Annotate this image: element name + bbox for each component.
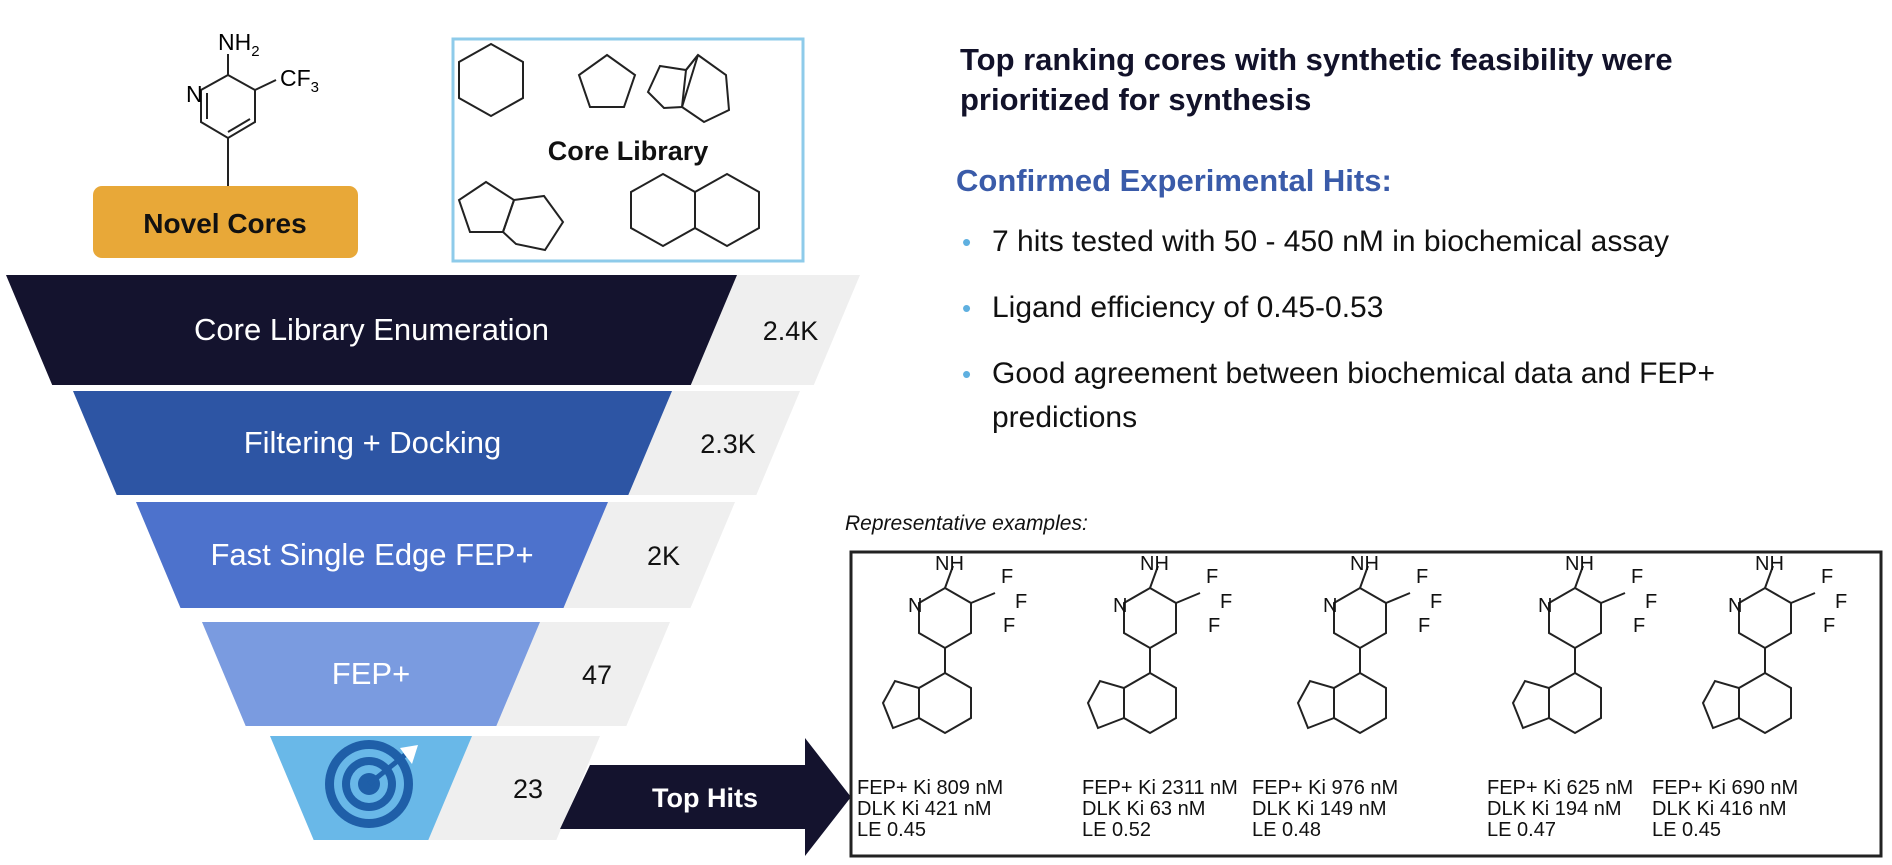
example-value-line: DLK Ki 416 nM [1652, 798, 1787, 820]
atom-label: F [1001, 566, 1013, 588]
atom-label: NH [1565, 553, 1594, 575]
target-icon [325, 740, 418, 828]
atom-label: NH [935, 553, 964, 575]
fused-ring [881, 679, 920, 730]
atom-label: N [908, 595, 922, 617]
funnel-tier [202, 622, 540, 726]
atom-label: N [1323, 595, 1337, 617]
funnel-tier [136, 502, 608, 608]
novel-core-structure: NH2 CF3 N [186, 29, 319, 188]
example-value-line: DLK Ki 421 nM [857, 798, 992, 820]
atom-label: NH [1350, 553, 1379, 575]
example-value-line: FEP+ Ki 809 nM [857, 777, 1003, 799]
example-value-line: LE 0.45 [857, 819, 926, 841]
bullet-item: 7 hits tested with 50 - 450 nM in bioche… [960, 220, 1780, 264]
example-value-line: FEP+ Ki 2311 nM [1082, 777, 1238, 799]
atom-label: NH [1755, 553, 1784, 575]
hits-title: Confirmed Experimental Hits: [956, 163, 1392, 198]
atom-label: F [1015, 591, 1027, 613]
example-value-line: FEP+ Ki 625 nM [1487, 777, 1633, 799]
funnel-tier-count: 2.4K [763, 316, 819, 346]
fused-ring [1701, 679, 1740, 730]
atom-label: F [1418, 615, 1430, 637]
hits-bullet-list: 7 hits tested with 50 - 450 nM in bioche… [960, 220, 1780, 462]
example-value-line: FEP+ Ki 690 nM [1652, 777, 1798, 799]
bullet-item: Good agreement between biochemical data … [960, 352, 1780, 440]
atom-label: F [1206, 566, 1218, 588]
funnel-tier-count: 23 [513, 774, 543, 804]
atom-label: F [1645, 591, 1657, 613]
examples-box [849, 550, 1883, 858]
funnel-tier-label: Filtering + Docking [244, 425, 502, 460]
funnel-tier [6, 275, 737, 385]
funnel-tier-label: FEP+ [332, 656, 410, 691]
atom-label: F [1416, 566, 1428, 588]
atom-label: F [1821, 566, 1833, 588]
atom-label: F [1835, 591, 1847, 613]
novel-cores-badge: Novel Cores [93, 186, 358, 258]
representative-label: Representative examples: [845, 512, 1088, 535]
screening-funnel: Core Library Enumeration 2.4K Filtering + … [6, 275, 860, 840]
funnel-tier-label: Fast Single Edge FEP+ [210, 537, 533, 572]
bullet-item: Ligand efficiency of 0.45-0.53 [960, 286, 1780, 330]
top-hits-label: Top Hits [652, 783, 758, 813]
bicyclopentane-shape [457, 180, 516, 233]
example-value-line: DLK Ki 194 nM [1487, 798, 1622, 820]
atom-label: F [1003, 615, 1015, 637]
example-value-line: LE 0.45 [1652, 819, 1721, 841]
fused-ring [1296, 679, 1335, 730]
atom-label: F [1208, 615, 1220, 637]
atom-label: F [1823, 615, 1835, 637]
example-value-line: DLK Ki 63 nM [1082, 798, 1205, 820]
example-value-line: FEP+ Ki 976 nM [1252, 777, 1398, 799]
fused-ring [1086, 679, 1125, 730]
core-library-label: Core Library [548, 136, 709, 166]
cyclopentane-shape [577, 53, 637, 108]
atom-label: N [1113, 595, 1127, 617]
core-library-box: Core Library [451, 37, 805, 263]
atom-label: N [1538, 595, 1552, 617]
atom-label: F [1631, 566, 1643, 588]
atom-label: F [1220, 591, 1232, 613]
example-value-line: LE 0.48 [1252, 819, 1321, 841]
novel-cores-label: Novel Cores [143, 208, 306, 239]
atom-label: F [1430, 591, 1442, 613]
funnel-tier [73, 391, 672, 495]
funnel-tier-label: Core Library Enumeration [194, 312, 549, 347]
atom-label: N [1728, 595, 1742, 617]
example-value-line: LE 0.47 [1487, 819, 1556, 841]
example-value-line: DLK Ki 149 nM [1252, 798, 1387, 820]
atom-label: F [1633, 615, 1645, 637]
top-hits-arrow: Top Hits [560, 738, 851, 856]
ring-n-label: N [186, 81, 203, 107]
funnel-tier-count: 47 [582, 660, 612, 690]
funnel-tier-count: 2.3K [700, 429, 756, 459]
cyclohexane-shape [458, 42, 524, 118]
atom-label: NH [1140, 553, 1169, 575]
fused-ring [1511, 679, 1550, 730]
headline: Top ranking cores with synthetic feasibi… [960, 42, 1673, 117]
funnel-tier-count: 2K [647, 541, 680, 571]
nh2-label: NH2 [218, 29, 260, 60]
cf3-label: CF3 [280, 65, 319, 96]
example-value-line: LE 0.52 [1082, 819, 1151, 841]
